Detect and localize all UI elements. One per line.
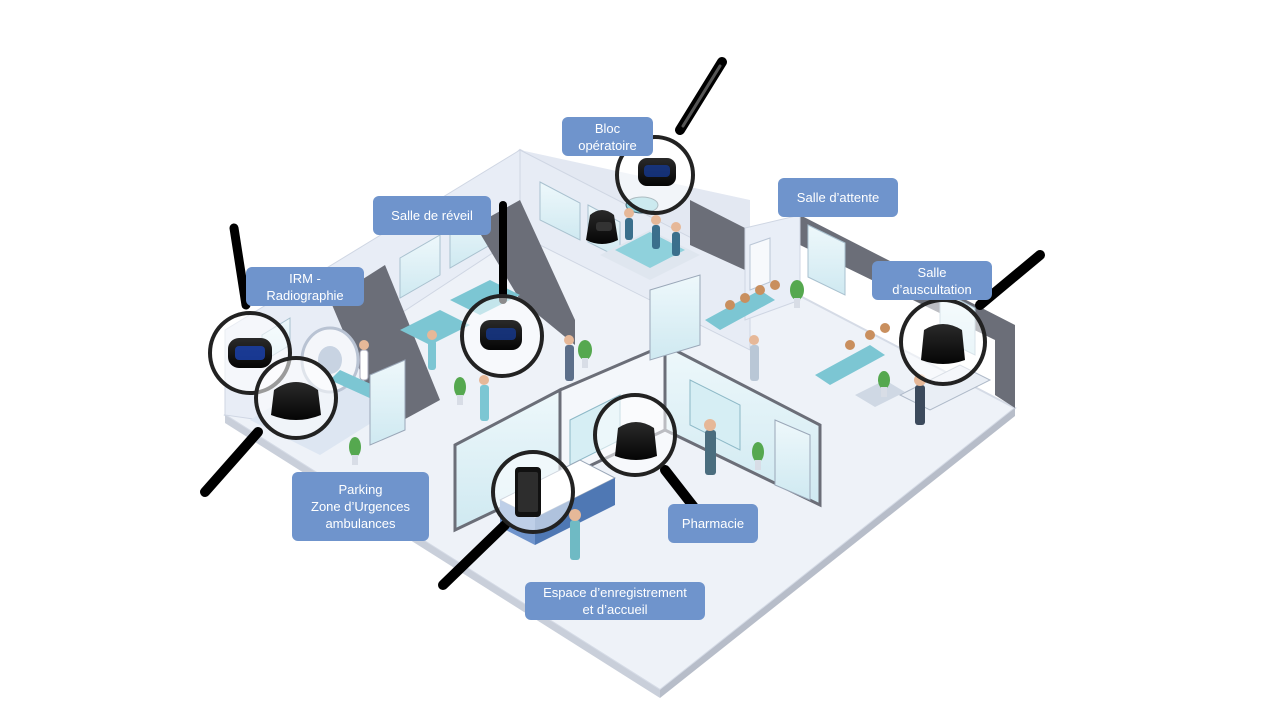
tracker-device-icon bbox=[638, 158, 676, 186]
label-bloc-operatoire: Bloc opératoire bbox=[562, 117, 653, 156]
tracker-device-icon bbox=[271, 382, 321, 420]
magnifier-icon bbox=[615, 57, 727, 215]
label-parking-urgences: Parking Zone d’Urgences ambulances bbox=[292, 472, 429, 541]
label-espace-accueil: Espace d’enregistrement et d’accueil bbox=[525, 582, 705, 620]
label-salle-de-reveil: Salle de réveil bbox=[373, 196, 491, 235]
tracker-device-icon bbox=[586, 210, 618, 244]
tracker-device-icon bbox=[921, 324, 965, 364]
tracker-device-icon bbox=[480, 320, 522, 350]
people bbox=[359, 208, 926, 560]
label-pharmacie: Pharmacie bbox=[668, 504, 758, 543]
plant-icon bbox=[349, 280, 890, 470]
tracker-device-icon bbox=[615, 422, 657, 460]
smartphone-icon bbox=[515, 467, 541, 517]
label-salle-attente: Salle d’attente bbox=[778, 178, 898, 217]
label-salle-auscultation: Salle d’auscultation bbox=[872, 261, 992, 300]
magnifier-icon bbox=[200, 356, 338, 497]
label-irm-radiographie: IRM - Radiographie bbox=[246, 267, 364, 306]
